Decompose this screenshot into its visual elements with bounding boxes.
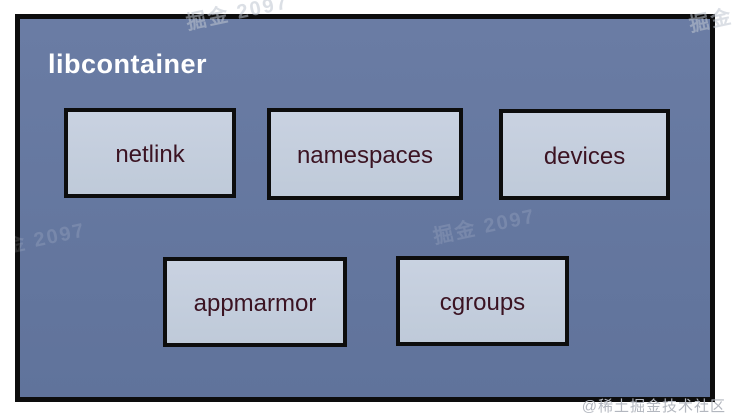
- module-namespaces: namespaces: [267, 108, 463, 200]
- module-appmarmor: appmarmor: [163, 257, 347, 347]
- module-label: devices: [543, 142, 626, 170]
- community-watermark: @稀土掘金技术社区: [581, 398, 726, 415]
- container-label: libcontainer: [48, 49, 208, 79]
- module-devices: devices: [499, 109, 670, 200]
- module-cgroups: cgroups: [396, 256, 569, 346]
- module-label: netlink: [115, 141, 185, 168]
- module-label: appmarmor: [193, 290, 317, 317]
- libcontainer-container: libcontainer netlink namespaces devices …: [15, 14, 715, 402]
- module-label: namespaces: [296, 142, 434, 169]
- module-label: cgroups: [439, 289, 526, 316]
- module-netlink: netlink: [64, 108, 236, 198]
